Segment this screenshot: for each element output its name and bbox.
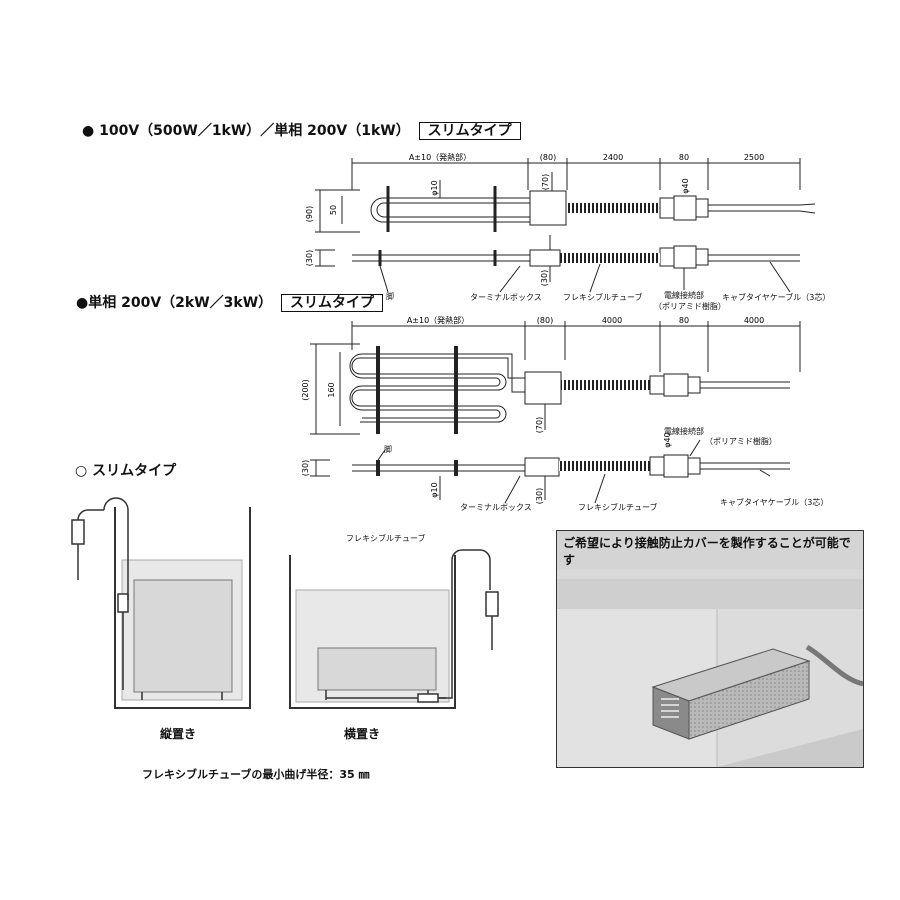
section2-heading: ●単相 200V（2kW／3kW） スリムタイプ xyxy=(76,292,384,312)
dim-cable: 2500 xyxy=(744,153,764,162)
dim2-phi40: φ40 xyxy=(663,432,672,447)
install-illustrations xyxy=(71,497,499,709)
label-foot-2: 脚 xyxy=(384,445,392,454)
label-terminal-box-2: ターミナルボックス xyxy=(460,503,532,512)
dim2-tube: 4000 xyxy=(602,316,622,325)
dim2-h30a: (30) xyxy=(301,460,310,476)
label-cabtire-1: キャブタイヤケーブル（3芯） xyxy=(722,293,831,302)
dim-h90: (90) xyxy=(305,206,314,222)
dim2-h70: (70) xyxy=(535,417,544,433)
cover-illustration xyxy=(557,569,863,767)
dim-h70: (70) xyxy=(541,174,550,190)
install-heading: ○ スリムタイプ xyxy=(75,463,177,479)
caption-vertical: 縦置き xyxy=(160,727,197,741)
label-wire-connection-1: 電線接続部 xyxy=(664,291,704,300)
bend-radius-note: フレキシブルチューブの最小曲げ半径：35 ㎜ xyxy=(142,768,370,781)
dim-box: (80) xyxy=(540,153,556,162)
label-flexible-tube-2: フレキシブルチューブ xyxy=(578,503,658,512)
dim-conn: 80 xyxy=(679,153,689,162)
dim-h50: 50 xyxy=(329,205,338,215)
caption-horizontal: 横置き xyxy=(344,727,381,741)
dim-tube: 2400 xyxy=(603,153,623,162)
cover-notice-text: ご希望により接触防止カバーを製作することが可能です xyxy=(557,531,863,569)
section1-heading: ● 100V（500W／1kW）／単相 200V（1kW） スリムタイプ xyxy=(82,120,521,140)
label-cabtire-2: キャブタイヤケーブル（3芯） xyxy=(720,498,829,507)
dim-phi40: φ40 xyxy=(681,178,690,193)
dim2-phi10: φ10 xyxy=(430,482,439,497)
slim-type-tag-2: スリムタイプ xyxy=(281,294,384,312)
heater-diagram-2: A±10（発熱部） (80) 4000 80 4000 (200) 160 (7… xyxy=(301,315,801,504)
label-foot-1: 脚 xyxy=(386,292,394,301)
dim2-cable: 4000 xyxy=(744,316,764,325)
label-terminal-box-1: ターミナルボックス xyxy=(470,293,542,302)
label-polyamide-2: （ポリアミド樹脂） xyxy=(705,437,777,446)
dim2-h160: 160 xyxy=(327,382,336,397)
cover-notice-panel: ご希望により接触防止カバーを製作することが可能です xyxy=(556,530,864,768)
dim2-conn: 80 xyxy=(679,316,689,325)
dim2-box: (80) xyxy=(537,316,553,325)
label-install-tube: フレキシブルチューブ xyxy=(346,534,426,543)
dim-h30b: (30) xyxy=(540,270,549,286)
label-flexible-tube-1: フレキシブルチューブ xyxy=(563,293,643,302)
dim-h30a: (30) xyxy=(305,250,314,266)
dim2-h30b: (30) xyxy=(535,488,544,504)
label-polyamide-1: （ポリアミド樹脂） xyxy=(654,302,726,311)
label-wire-connection-2: 電線接続部 xyxy=(664,427,704,436)
slim-type-tag: スリムタイプ xyxy=(418,122,521,140)
heater-diagram-1: A±10（発熱部） (80) 2400 80 2500 (90) 50 φ10 … xyxy=(305,152,816,293)
dim-phi10: φ10 xyxy=(430,180,439,195)
dim2-a: A±10（発熱部） xyxy=(407,315,469,325)
dim2-h200: (200) xyxy=(301,379,310,401)
dim-a: A±10（発熱部） xyxy=(409,152,471,162)
